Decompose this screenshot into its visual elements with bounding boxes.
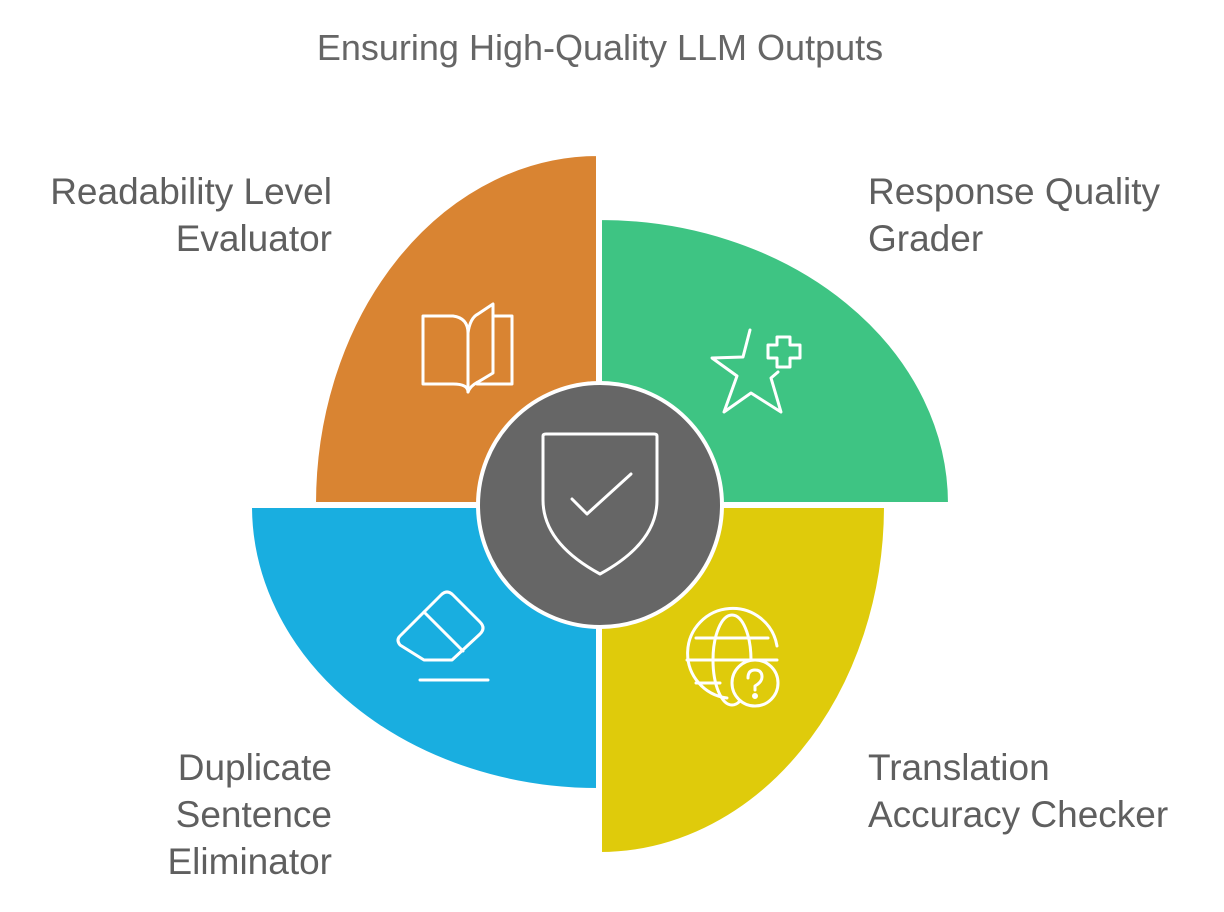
label-line: Grader xyxy=(868,218,984,259)
label-line: Readability Level xyxy=(50,171,332,212)
label-line: Eliminator xyxy=(167,841,333,882)
shield-check-icon xyxy=(541,432,659,576)
label-line: Duplicate xyxy=(177,747,332,788)
label-translation-accuracy-checker: Translation Accuracy Checker xyxy=(868,744,1168,838)
diagram-title: Ensuring High-Quality LLM Outputs xyxy=(316,27,884,68)
label-duplicate-sentence-eliminator: Duplicate Sentence Eliminator xyxy=(0,744,333,885)
label-line: Response Quality xyxy=(868,171,1161,212)
label-line: Accuracy Checker xyxy=(868,794,1169,835)
label-response-quality-grader: Response Quality Grader xyxy=(868,168,1160,262)
center-hub xyxy=(476,381,724,629)
label-line: Translation xyxy=(868,747,1050,788)
label-readability-level-evaluator: Readability Level Evaluator xyxy=(0,168,332,262)
star-plus-icon xyxy=(710,328,802,414)
open-book-icon xyxy=(421,302,514,394)
globe-question-icon xyxy=(685,606,780,708)
eraser-icon xyxy=(396,590,490,682)
label-line: Evaluator xyxy=(175,218,332,259)
label-line: Sentence xyxy=(175,794,332,835)
